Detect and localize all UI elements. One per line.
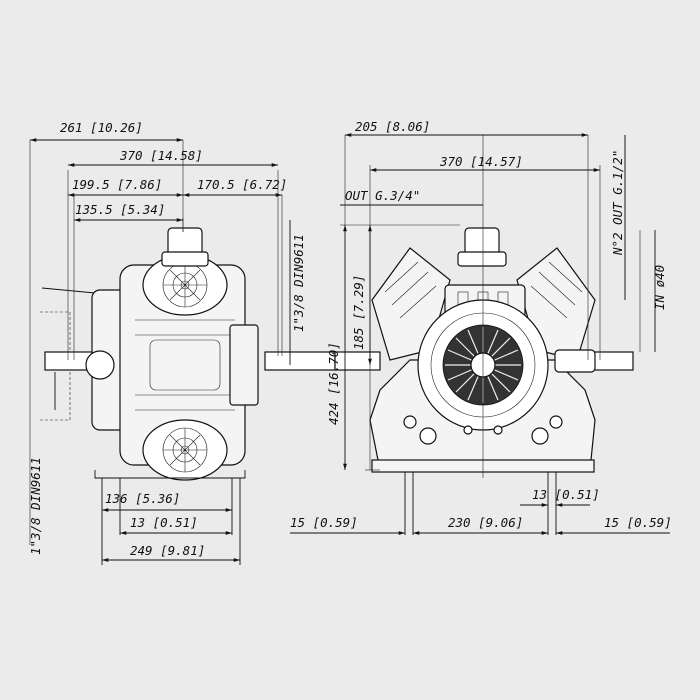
side-view: 261 [10.26] 370 [14.58] 199.5 [7.86] 170… — [28, 120, 336, 565]
label-dim-136: 136 [5.36] — [105, 491, 180, 506]
label-out-34: OUT G.3/4" — [345, 188, 420, 203]
gearbox-hub — [85, 350, 115, 380]
label-dim-15-left: 15 [0.59] — [290, 515, 358, 530]
lower-head-ribs — [162, 427, 208, 473]
label-in-40: IN ø40 — [652, 265, 667, 310]
label-dim-13-left: 13 [0.51] — [130, 515, 198, 530]
label-dim-13-right: 13 [0.51] — [532, 487, 600, 502]
front-shaft-left — [334, 351, 381, 371]
label-dim-199: 199.5 [7.86] — [72, 177, 162, 192]
label-shaft-left: 1"3/8 DIN9611 — [28, 457, 43, 555]
label-dim-249: 249 [9.81] — [130, 543, 205, 558]
foot-ext — [101, 478, 241, 565]
lever — [41, 287, 96, 294]
top-valve-base — [161, 251, 209, 267]
label-dim-230: 230 [9.06] — [448, 515, 523, 530]
label-dim-15-right: 15 [0.59] — [604, 515, 672, 530]
label-out-12: N°2 OUT G.1/2" — [610, 150, 625, 256]
cylinder-fins-front — [384, 261, 583, 319]
cylinder-fins — [135, 319, 235, 411]
base-feet — [404, 472, 557, 535]
front-view: 205 [8.06] 370 [14.57] OUT G.3/4" N°2 OU… — [290, 119, 672, 535]
front-top-valve-base — [457, 251, 507, 267]
bolts — [403, 415, 563, 445]
upper-head-ribs — [162, 262, 208, 308]
label-dim-185: 185 [7.29] — [351, 275, 366, 350]
label-dim-424: 424 [16.70] — [326, 342, 341, 425]
label-dim-370-front: 370 [14.57] — [439, 154, 523, 169]
foot-bar — [94, 470, 246, 479]
flange-outline — [40, 311, 71, 421]
label-dim-205: 205 [8.06] — [355, 119, 430, 134]
shaft-right — [264, 351, 336, 371]
label-dim-370: 370 [14.58] — [119, 148, 203, 163]
side-port — [554, 349, 596, 373]
label-dim-170: 170.5 [6.72] — [197, 177, 287, 192]
label-dim-135: 135.5 [5.34] — [75, 202, 165, 217]
rear-flange — [229, 324, 259, 406]
label-dim-261: 261 [10.26] — [60, 120, 143, 135]
label-shaft-right: 1"3/8 DIN9611 — [291, 234, 306, 332]
